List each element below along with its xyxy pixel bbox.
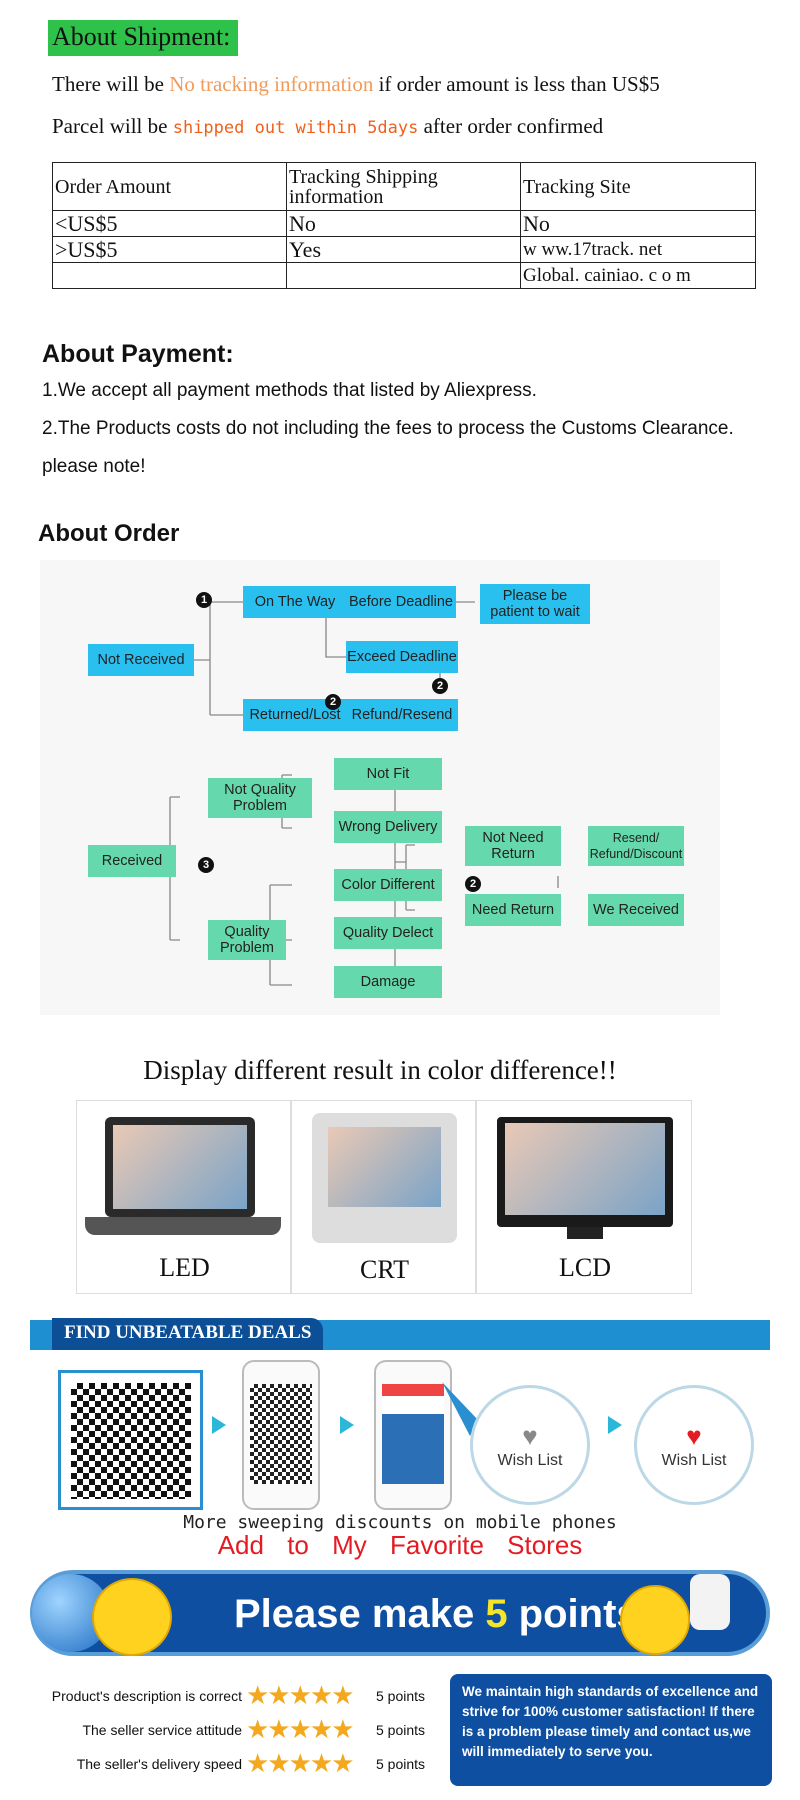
table-cell: <US$5 [52, 210, 287, 237]
flow-quality-problem: Quality Problem [208, 920, 286, 960]
monitor-label-lcd: LCD [559, 1253, 611, 1282]
monitors-title: Display different result in color differ… [143, 1055, 617, 1085]
shipment-line-2: Parcel will be shipped out within 5days … [52, 114, 604, 138]
wish-list-label: Wish List [661, 1451, 727, 1469]
thumbs-up-icon [690, 1574, 730, 1630]
flow-we-received: We Received [588, 894, 684, 926]
phone-qr-image [242, 1360, 320, 1510]
flow-wrong-delivery: Wrong Delivery [334, 811, 442, 843]
flow-not-received: Not Received [88, 644, 194, 676]
order-flow-diagram: Not Received 1 On The Way Before Deadlin… [40, 560, 720, 1015]
table-cell [286, 262, 521, 289]
arrow-icon [212, 1416, 226, 1434]
step-badge: 2 [465, 876, 481, 892]
table-header: Tracking Shipping information [286, 162, 521, 211]
star-rating: ★★★★★ [246, 1680, 355, 1710]
deals-caption: More sweeping discounts on mobile phones [183, 1512, 617, 1533]
payment-line-1: 1.We accept all payment methods that lis… [42, 380, 537, 401]
arrow-icon [608, 1416, 622, 1434]
payment-title: About Payment: [42, 340, 234, 368]
crt-image [312, 1113, 457, 1243]
step-badge: 1 [196, 592, 212, 608]
flow-quality-defect: Quality Delect [334, 917, 442, 949]
rating-banner-text: Please make 5 points [234, 1592, 639, 1636]
qr-code [58, 1370, 203, 1510]
table-row: Global. cainiao. c o m [52, 262, 756, 289]
table-cell: Yes [286, 236, 521, 263]
lcd-image [497, 1117, 673, 1227]
step-badge: 3 [198, 857, 214, 873]
flow-damage: Damage [334, 966, 442, 998]
flow-not-quality-problem: Not Quality Problem [208, 778, 312, 818]
laptop-base [85, 1217, 281, 1235]
table-cell: w ww.17track. net [520, 236, 756, 263]
payment-line-2: 2.The Products costs do not including th… [42, 418, 734, 439]
shipment-table: Order Amount Tracking Shipping informati… [52, 162, 756, 289]
thumbs-up-smiley-icon [92, 1578, 172, 1656]
order-title: About Order [38, 520, 180, 547]
flow-exceed-deadline: Exceed Deadline [346, 641, 458, 673]
wish-list-label: Wish List [497, 1451, 563, 1469]
table-header: Order Amount [52, 162, 287, 211]
heart-icon: ♥ [522, 1420, 538, 1451]
deals-banner: FIND UNBEATABLE DEALS [52, 1318, 324, 1350]
flow-resend-refund-discount: Resend/ Refund/Discount [588, 826, 684, 866]
table-cell [52, 262, 287, 289]
table-row: <US$5 No No [52, 210, 756, 237]
phone-store-image [374, 1360, 452, 1510]
monitor-crt-cell: CRT [291, 1100, 476, 1294]
table-cell: >US$5 [52, 236, 287, 263]
monitor-label-crt: CRT [359, 1255, 409, 1284]
flow-not-need-return: Not Need Return [465, 826, 561, 866]
flow-color-different: Color Different [334, 869, 442, 901]
step-badge: 2 [432, 678, 448, 694]
rating-label: Product's description is correct [51, 1688, 242, 1704]
shipment-line-1: There will be No tracking information if… [52, 72, 660, 96]
payment-line-3: please note! [42, 456, 146, 477]
add-favorite-stores[interactable]: Add to My Favorite Stores [217, 1530, 583, 1560]
table-row: >US$5 Yes w ww.17track. net [52, 236, 756, 263]
flow-please-wait: Please be patient to wait [480, 584, 590, 624]
monitor-label-led: LED [159, 1253, 210, 1282]
laptop-image [105, 1117, 255, 1217]
flow-received: Received [88, 845, 176, 877]
smiley-icon [620, 1585, 690, 1655]
satisfaction-note: We maintain high standards of excellence… [450, 1674, 772, 1786]
lcd-stand [567, 1227, 603, 1239]
table-cell: No [286, 210, 521, 237]
monitor-lcd-cell: LCD [476, 1100, 692, 1294]
star-rating: ★★★★★ [246, 1748, 355, 1778]
monitor-led-cell: LED [76, 1100, 291, 1294]
shipment-title: About Shipment: [48, 20, 239, 56]
rating-points: 5 points [376, 1756, 426, 1772]
table-cell: Global. cainiao. c o m [520, 262, 756, 289]
table-cell: No [520, 210, 756, 237]
flow-before-deadline: Before Deadline [346, 586, 456, 618]
table-header: Tracking Site [520, 162, 756, 211]
flow-on-the-way: On The Way [243, 586, 347, 618]
heart-icon: ♥ [686, 1420, 702, 1451]
rating-points: 5 points [376, 1722, 426, 1738]
callout-pointer [442, 1382, 478, 1436]
rating-points: 5 points [376, 1688, 426, 1704]
star-rating: ★★★★★ [246, 1714, 355, 1744]
flow-refund-resend: Refund/Resend [346, 699, 458, 731]
wish-list-circle[interactable]: ♥ Wish List [470, 1385, 590, 1505]
rating-label: The seller's delivery speed [76, 1756, 242, 1772]
wish-list-circle-active[interactable]: ♥ Wish List [634, 1385, 754, 1505]
flow-not-fit: Not Fit [334, 758, 442, 790]
step-badge: 2 [325, 694, 341, 710]
table-header-row: Order Amount Tracking Shipping informati… [52, 162, 756, 211]
rating-label: The seller service attitude [82, 1722, 242, 1738]
arrow-icon [340, 1416, 354, 1434]
flow-need-return: Need Return [465, 894, 561, 926]
